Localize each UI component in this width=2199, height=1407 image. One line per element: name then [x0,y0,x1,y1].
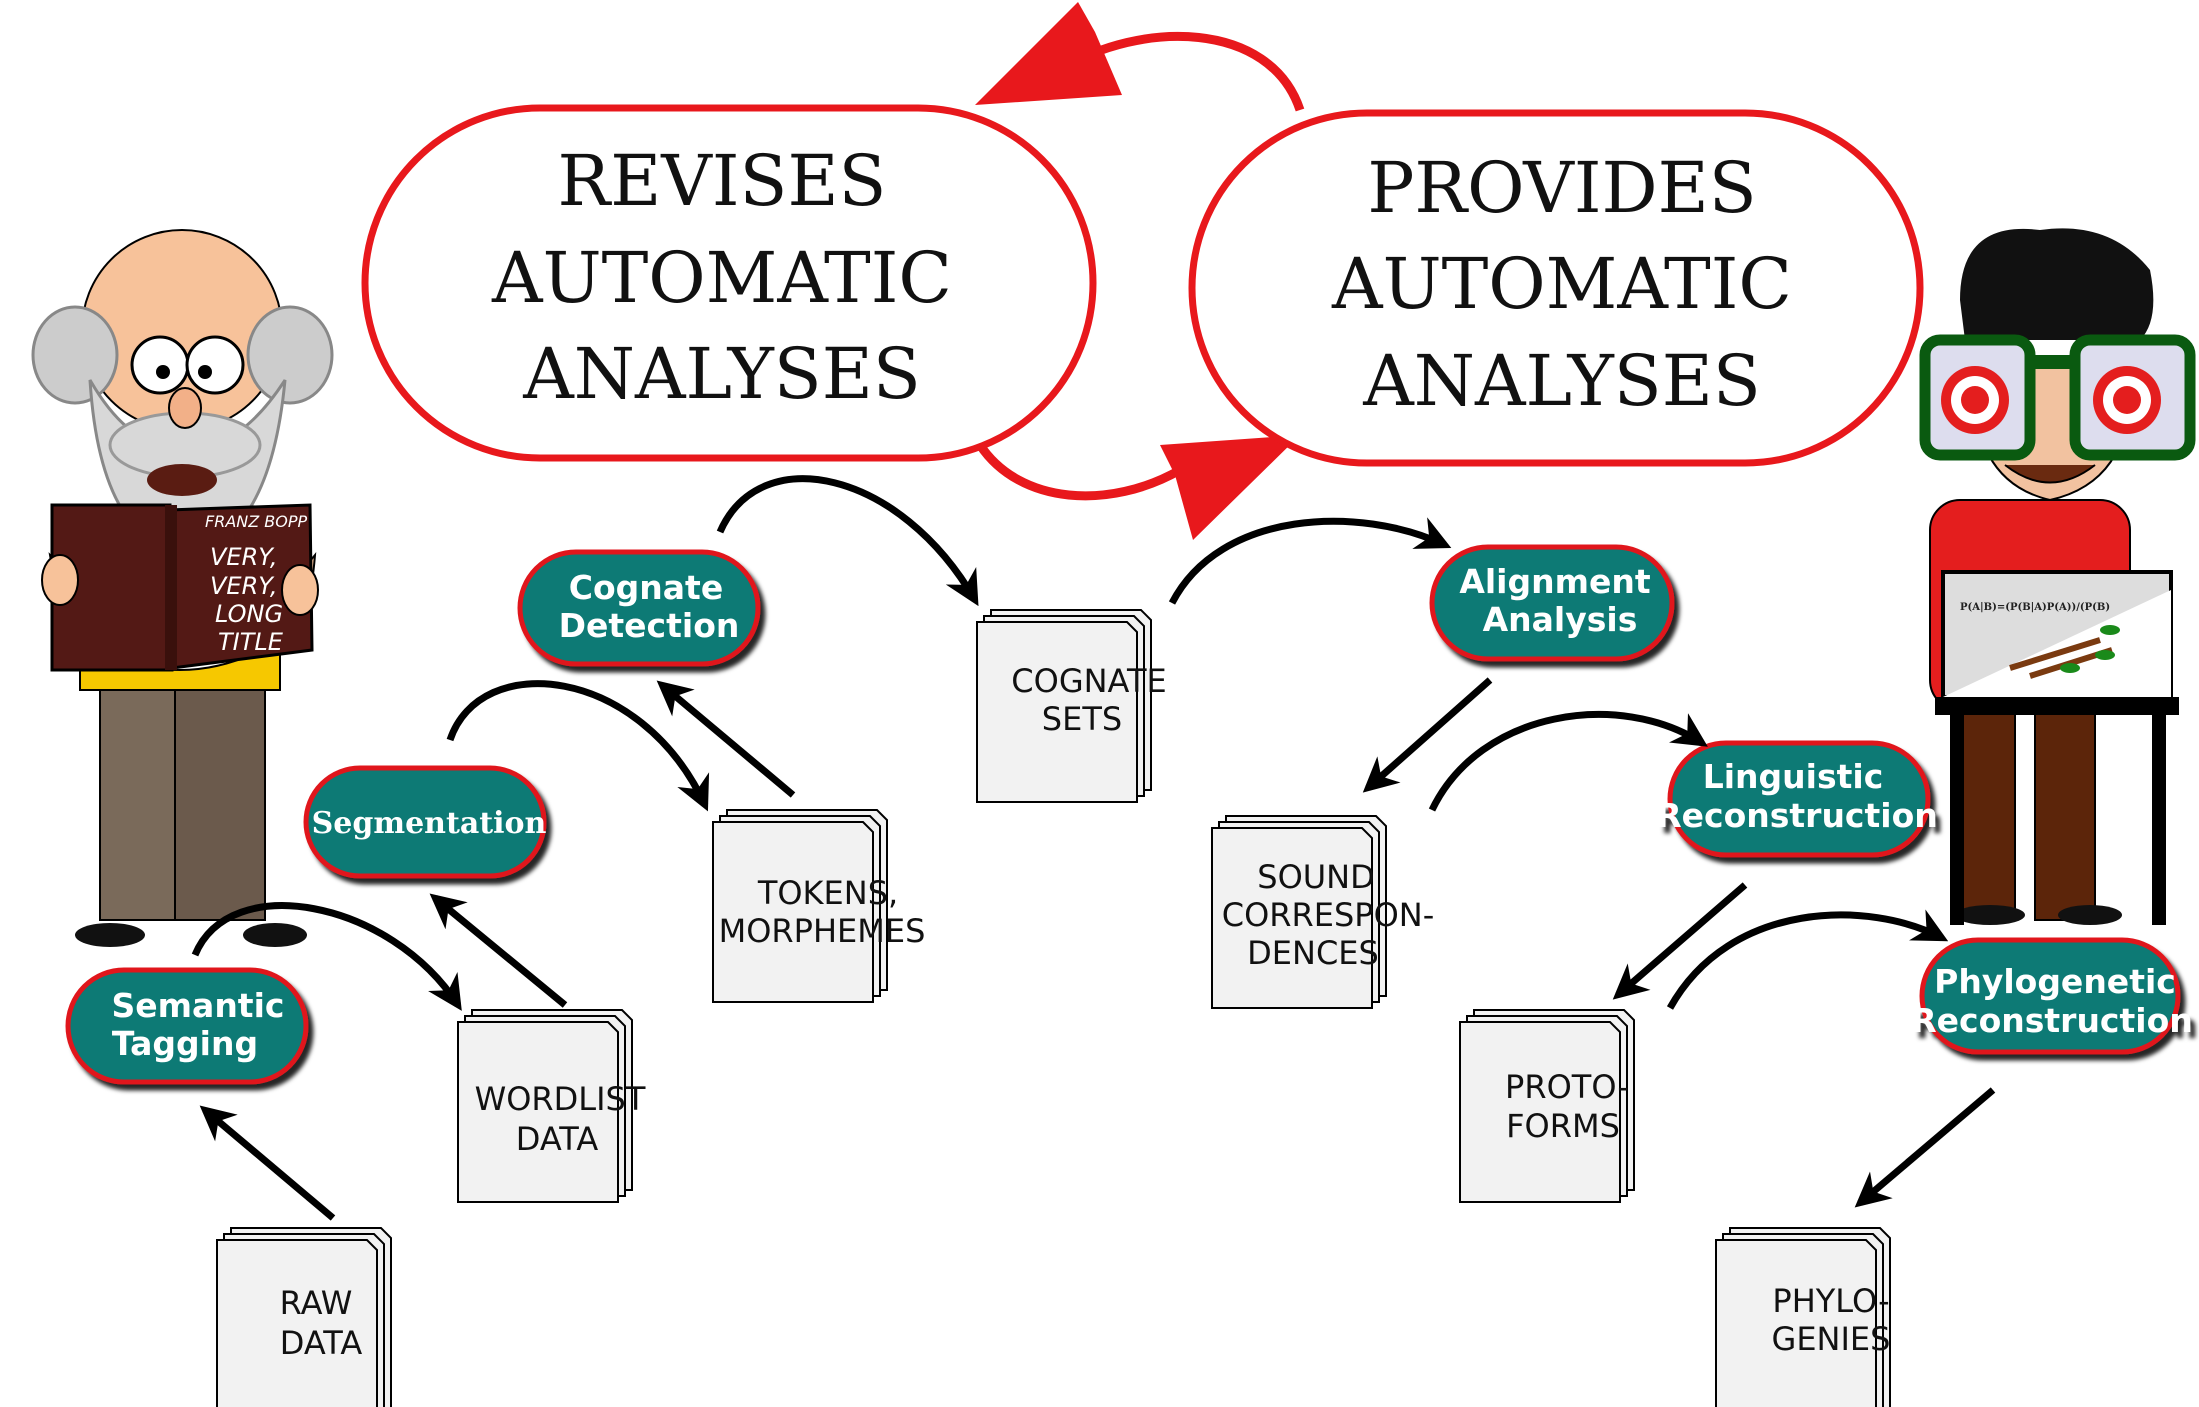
pill-alignment-analysis[interactable]: Alignment Analysis [1429,544,1675,662]
doc-tokens-line-2: MORPHEMES [719,912,926,950]
pill-semantic-line-2: Tagging [112,1024,258,1063]
pill-phylogenetic-reconstruction[interactable]: Phylogenetic Reconstruction [1911,937,2193,1055]
board-formula: P(A|B)=(P(B|A)P(A))/(P(B) [1960,602,2110,613]
feedback-loop [975,2,1305,540]
flow-arrows [191,475,1996,1221]
pill-segmentation-label: Segmentation [312,806,547,841]
revises-line-1: REVISES [557,140,886,222]
doc-phylogenies-line-1: PHYLO- [1772,1282,1889,1320]
doc-wordlist-line-1: WORDLIST [475,1080,646,1118]
doc-sound-line-3: DENCES [1247,934,1379,972]
doc-sound-line-1: SOUND [1257,858,1375,896]
book-title-2: VERY, [210,572,277,600]
doc-wordlist-line-2: DATA [516,1120,599,1158]
doc-tokens-line-1: TOKENS, [757,874,898,912]
provides-box: PROVIDES AUTOMATIC ANALYSES [1188,109,1924,467]
pill-alignment-line-2: Analysis [1483,600,1638,639]
provides-line-1: PROVIDES [1367,147,1756,229]
pill-linguistic-line-2: Reconstruction [1656,796,1938,835]
revises-box: REVISES AUTOMATIC ANALYSES [361,104,1097,462]
doc-wordlist-data[interactable]: WORDLIST DATA [457,1009,646,1203]
pill-phylogenetic-line-1: Phylogenetic [1934,962,2176,1001]
loop-arrowhead-top [975,2,1122,105]
professor-character: FRANZ BOPP VERY, VERY, LONG TITLE [31,229,334,947]
pill-linguistic-line-1: Linguistic [1703,757,1884,796]
student-character: P(A|B)=(P(B|A)P(A))/(P(B) [1919,228,2196,925]
doc-proto-line-1: PROTO- [1505,1068,1629,1106]
revises-line-2: AUTOMATIC [491,237,952,319]
revises-line-3: ANALYSES [522,333,921,415]
doc-raw-data[interactable]: RAW DATA [216,1227,392,1407]
pill-cognate-line-2: Detection [559,606,740,645]
pill-cognate-line-1: Cognate [569,568,723,607]
book-title-3: LONG [215,600,283,628]
doc-proto-forms[interactable]: PROTO- FORMS [1459,1009,1635,1203]
provides-line-3: ANALYSES [1362,340,1761,422]
doc-cognate-sets[interactable]: COGNATE SETS [976,609,1167,803]
arrow-cognate-detection-to-sets [716,475,979,607]
pill-phylogenetic-line-2: Reconstruction [1911,1001,2193,1040]
arrow-segmentation-to-tokens [446,680,710,812]
pill-linguistic-reconstruction[interactable]: Linguistic Reconstruction [1656,740,1938,858]
arrow-tagging-to-wordlist [191,902,462,1011]
doc-sound-correspondences[interactable]: SOUND CORRESPON- DENCES [1211,815,1435,1009]
doc-cognate-line-2: SETS [1042,700,1122,738]
loop-arrowhead-bottom [1160,435,1300,540]
book-title-4: TITLE [218,628,284,656]
pill-segmentation[interactable]: Segmentation [303,765,547,879]
pill-semantic-line-1: Semantic [112,986,285,1025]
arrow-phylogenetic-to-phylogenies [1854,1087,1996,1208]
arrow-alignment-to-sound [1362,677,1493,793]
arrow-linguistic-to-proto [1612,882,1748,1000]
pill-semantic-tagging[interactable]: Semantic Tagging [65,967,309,1085]
doc-raw-data-line-1: RAW [280,1284,353,1322]
doc-tokens-morphemes[interactable]: TOKENS, MORPHEMES [712,809,926,1003]
provides-line-2: AUTOMATIC [1331,243,1792,325]
doc-cognate-line-1: COGNATE [1011,662,1166,700]
blackboard: P(A|B)=(P(B|A)P(A))/(P(B) [1935,570,2179,925]
arrow-wordlist-to-segmentation [429,893,568,1008]
arrow-tokens-to-cognate-detection [656,680,796,798]
doc-raw-data-line-2: DATA [280,1324,363,1362]
arrow-sound-to-linguistic [1428,710,1708,812]
pill-cognate-detection[interactable]: Cognate Detection [517,549,761,667]
arrow-sets-to-alignment [1168,517,1452,605]
arrow-raw-to-tagging [199,1105,336,1221]
doc-phylogenies[interactable]: PHYLO- GENIES [1715,1227,1891,1407]
arrow-proto-to-phylogenetic [1666,909,1949,1010]
doc-sound-line-2: CORRESPON- [1222,896,1435,934]
book: FRANZ BOPP VERY, VERY, LONG TITLE [50,503,314,672]
pill-alignment-line-1: Alignment [1459,562,1651,601]
doc-phylogenies-line-2: GENIES [1772,1320,1891,1358]
book-title-1: VERY, [210,543,277,571]
book-author: FRANZ BOPP [205,512,308,531]
doc-proto-line-2: FORMS [1506,1107,1620,1145]
